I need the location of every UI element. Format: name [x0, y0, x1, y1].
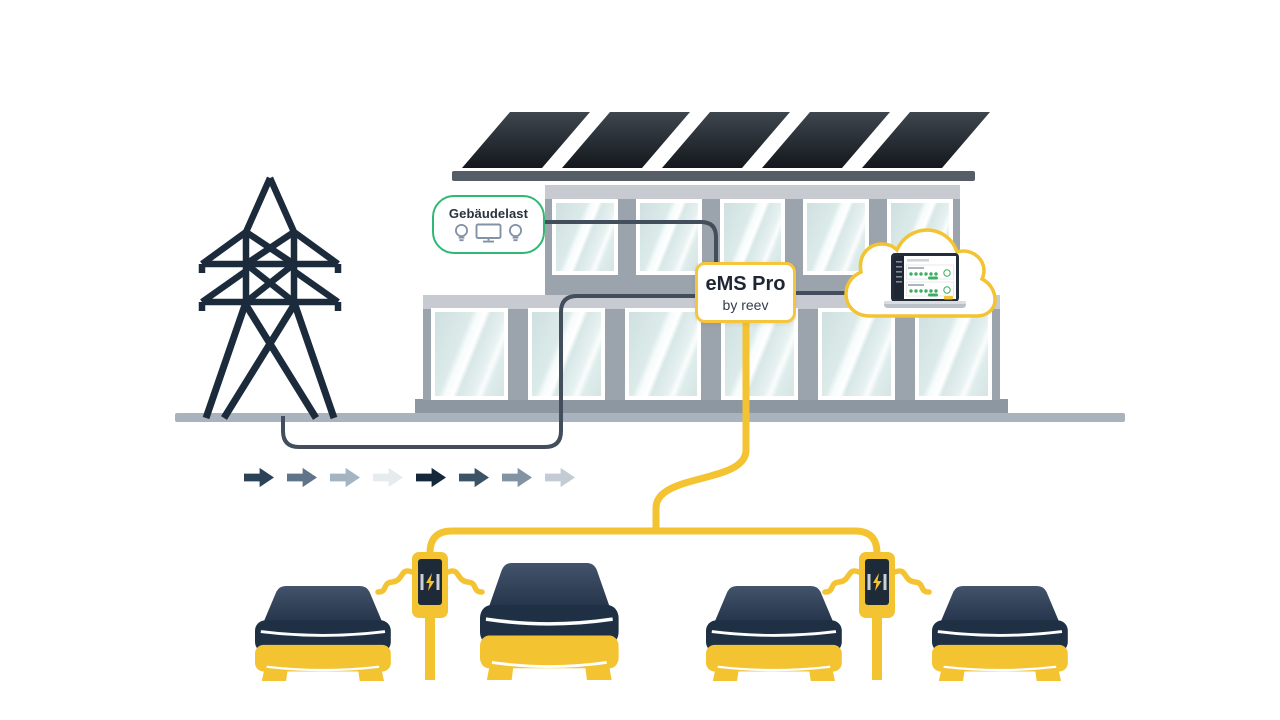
cable-charging-bus: [426, 527, 881, 556]
flow-arrow-icon: [416, 467, 446, 488]
building-load-badge: Gebäudelast: [432, 195, 545, 254]
ev-car: [704, 584, 844, 683]
ems-pro-title: eMS Pro: [705, 272, 786, 295]
window: [527, 308, 605, 400]
ev-car: [253, 584, 393, 683]
charging-station-icon: [825, 552, 929, 680]
flow-arrow-icon: [459, 467, 489, 488]
window: [431, 308, 508, 400]
flow-arrow-icon: [545, 467, 575, 488]
ems-pro-subtitle: by reev: [722, 296, 769, 313]
flow-arrow-icon: [287, 467, 317, 488]
building-load-icons: [453, 223, 524, 243]
solar-panels-icon: [462, 112, 990, 168]
ems-pro-box: eMS Pro by reev: [695, 262, 796, 323]
lightbulb-icon: [455, 224, 468, 242]
flow-arrow-icon: [373, 467, 403, 488]
monitor-icon: [475, 223, 502, 243]
window: [552, 199, 618, 275]
flow-arrows: [244, 466, 575, 489]
window: [803, 199, 870, 275]
laptop-dashboard-icon: [884, 253, 966, 308]
flow-arrow-icon: [330, 467, 360, 488]
ev-car: [930, 584, 1070, 683]
cloud-icon: [844, 228, 997, 318]
ev-car: [478, 561, 621, 682]
lightbulb-icon: [509, 224, 522, 242]
flow-arrow-icon: [244, 467, 274, 488]
power-pylon-icon: [198, 176, 342, 420]
window: [635, 199, 702, 275]
flow-arrow-icon: [502, 467, 532, 488]
window: [624, 308, 702, 400]
window: [818, 308, 896, 400]
roof-bar: [452, 171, 975, 181]
charging-station-icon: [378, 552, 482, 680]
building-load-label: Gebäudelast: [448, 206, 529, 221]
